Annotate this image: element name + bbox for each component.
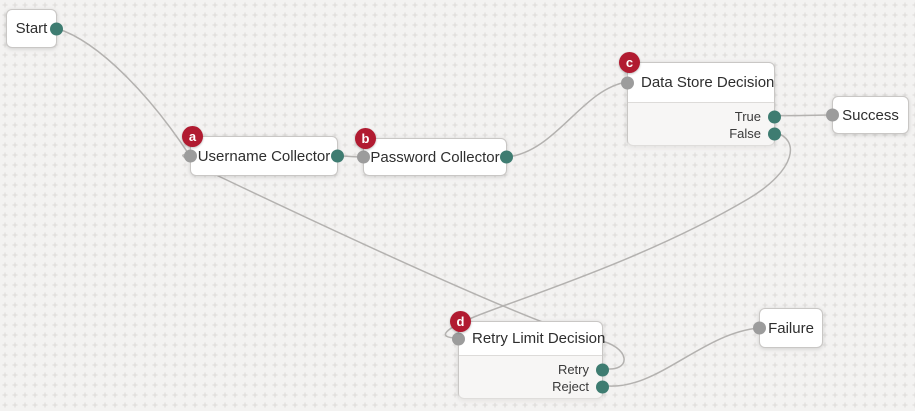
- retry-limit-decision-input-port[interactable]: [452, 332, 465, 345]
- node-password-collector[interactable]: b Password Collector: [355, 128, 513, 176]
- node-start[interactable]: Start: [6, 9, 63, 48]
- outcome-false-label: False: [729, 126, 761, 141]
- username-collector-input-port[interactable]: [184, 149, 197, 163]
- data-store-decision-false-port[interactable]: [768, 127, 781, 140]
- node-start-label: Start: [15, 20, 48, 37]
- node-username-collector-label: Username Collector: [197, 147, 331, 165]
- password-collector-output-port[interactable]: [500, 150, 513, 164]
- badge-a: a: [182, 126, 203, 147]
- wire-password-to-data-store-decision: [506, 81, 628, 158]
- outcome-row-true: True: [628, 108, 781, 125]
- wire-reject-to-failure: [602, 327, 760, 387]
- outcome-retry-label: Retry: [557, 362, 589, 377]
- badge-b: b: [355, 128, 376, 149]
- outcome-row-reject: Reject: [459, 378, 609, 395]
- outcome-reject-label: Reject: [552, 379, 589, 394]
- badge-d: d: [450, 311, 471, 332]
- wire-start-to-username-collector: [56, 27, 191, 157]
- password-collector-input-port[interactable]: [357, 150, 370, 164]
- outcome-row-retry: Retry: [459, 361, 609, 378]
- node-data-store-decision[interactable]: c Data Store Decision True False: [619, 52, 781, 150]
- node-username-collector[interactable]: a Username Collector: [182, 126, 344, 176]
- retry-limit-decision-retry-port[interactable]: [596, 363, 609, 376]
- data-store-decision-true-port[interactable]: [768, 110, 781, 123]
- node-retry-limit-decision[interactable]: d Retry Limit Decision Retry Reject: [450, 311, 609, 403]
- node-data-store-decision-label: Data Store Decision: [641, 74, 775, 91]
- start-output-port[interactable]: [50, 22, 63, 35]
- username-collector-output-port[interactable]: [331, 149, 344, 163]
- wire-true-to-success: [774, 114, 833, 117]
- node-success[interactable]: Success: [826, 96, 909, 134]
- badge-c: c: [619, 52, 640, 73]
- node-retry-limit-decision-label: Retry Limit Decision: [472, 330, 606, 347]
- node-password-collector-label: Password Collector: [370, 148, 500, 166]
- node-failure[interactable]: Failure: [753, 308, 823, 348]
- success-input-port[interactable]: [826, 108, 839, 122]
- node-success-label: Success: [842, 106, 899, 124]
- node-failure-label: Failure: [768, 319, 814, 337]
- outcome-row-false: False: [628, 125, 781, 142]
- outcome-true-label: True: [734, 109, 761, 124]
- failure-input-port[interactable]: [753, 321, 766, 335]
- data-store-decision-input-port[interactable]: [621, 76, 634, 89]
- retry-limit-decision-reject-port[interactable]: [596, 380, 609, 393]
